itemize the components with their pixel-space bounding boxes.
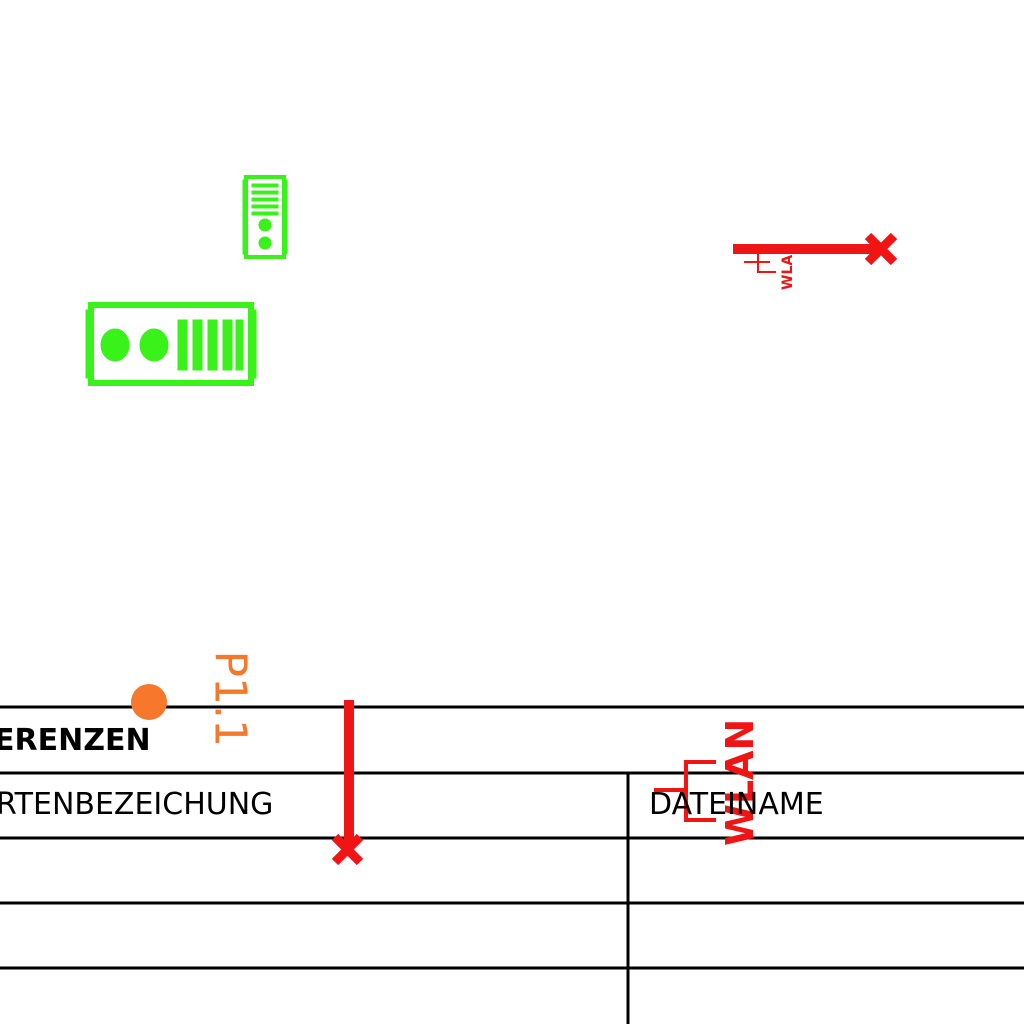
wlan-label-top: WLAN	[780, 243, 796, 290]
table-header: ERENZEN	[0, 723, 151, 758]
wlan-marker-bottom: WLAN	[331, 700, 762, 866]
wlan-marker-top: WLAN	[733, 232, 898, 290]
column-header-filename: DATEINAME	[649, 787, 824, 822]
wlan-label-bottom: WLAN	[718, 719, 762, 846]
table-grid	[0, 705, 1024, 1024]
column-header-name: RTENBEZEICHUNG	[0, 787, 274, 822]
point-label: P1.1	[200, 651, 260, 750]
point-label-text: P1.1	[204, 650, 256, 748]
device-icon-large	[85, 302, 257, 386]
device-icon-small	[242, 175, 288, 259]
point-marker	[131, 684, 167, 720]
